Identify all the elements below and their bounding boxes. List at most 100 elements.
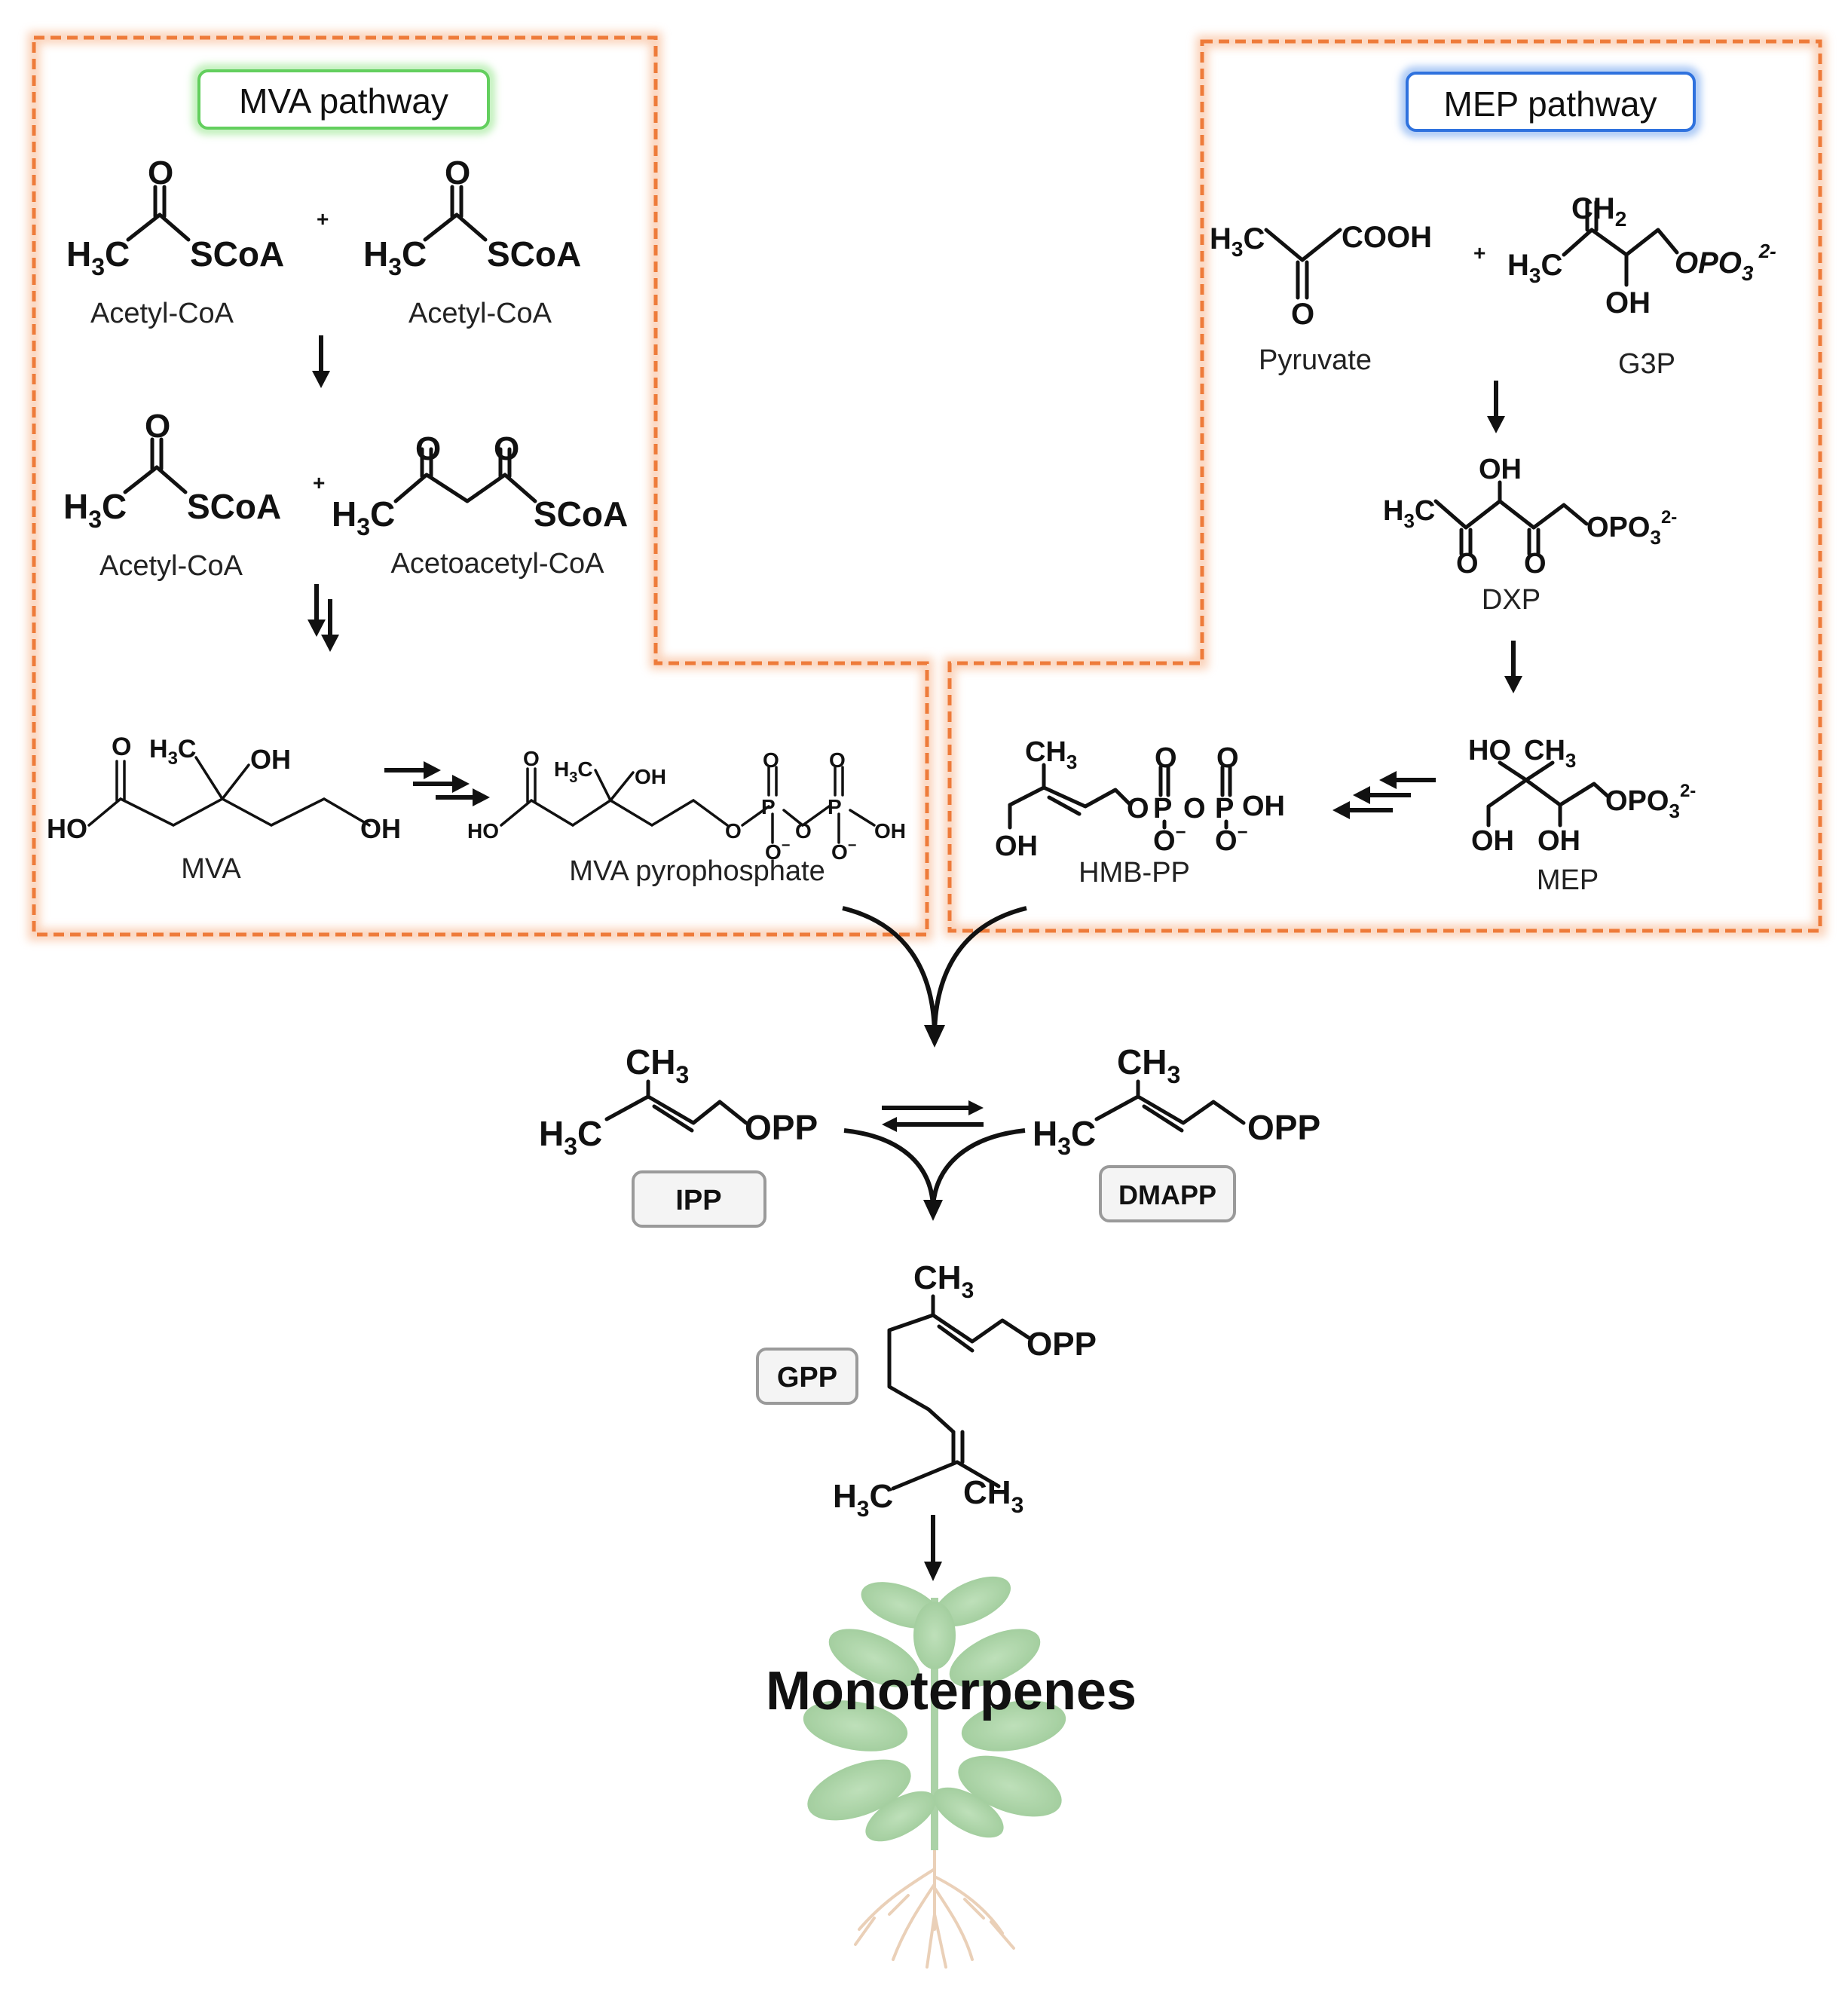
svg-text:O: O xyxy=(445,154,470,191)
svg-text:H3C: H3C xyxy=(63,487,127,533)
svg-text:O−: O− xyxy=(1215,822,1248,857)
svg-text:CH3: CH3 xyxy=(913,1259,974,1303)
svg-text:OH: OH xyxy=(874,819,906,843)
g3p-structure: H3C CH2 OH OPO3 2- G3P xyxy=(1507,192,1776,380)
svg-text:H3C: H3C xyxy=(332,494,395,540)
svg-text:O: O xyxy=(829,748,846,772)
svg-text:O: O xyxy=(1127,793,1149,824)
svg-text:OPO32-: OPO32- xyxy=(1605,781,1696,822)
svg-text:O: O xyxy=(145,408,170,445)
svg-text:P: P xyxy=(1153,793,1172,824)
svg-text:O−: O− xyxy=(765,837,790,864)
svg-text:OH: OH xyxy=(995,831,1038,862)
svg-text:OH: OH xyxy=(1479,454,1522,485)
acetyl-coa-label-2: Acetyl-CoA xyxy=(408,298,552,329)
svg-text:OH: OH xyxy=(1605,286,1651,320)
mva-pyrophosphate-label: MVA pyrophosphate xyxy=(569,855,825,887)
svg-text:CH2: CH2 xyxy=(1571,192,1626,231)
arrow-to-mep xyxy=(1504,641,1522,693)
equilibrium-arrows xyxy=(882,1100,984,1132)
arrow-acetyl-to-acetoacetyl xyxy=(312,335,330,388)
svg-text:O: O xyxy=(763,748,779,772)
mep-label: MEP xyxy=(1537,864,1599,896)
svg-text:H3C: H3C xyxy=(1383,495,1435,532)
svg-text:HO: HO xyxy=(467,819,499,843)
plus-sign: + xyxy=(317,207,329,231)
svg-text:P: P xyxy=(761,795,776,818)
ipp-label: IPP xyxy=(675,1185,721,1216)
svg-text:H3C: H3C xyxy=(554,757,593,786)
svg-text:OPO32-: OPO32- xyxy=(1586,507,1677,549)
svg-text:SCoA: SCoA xyxy=(190,234,284,274)
acetyl-coa-label-3: Acetyl-CoA xyxy=(99,550,243,582)
ipp-label-box xyxy=(632,1170,766,1228)
plant-roots xyxy=(854,1845,1015,1969)
mva-pathway-title-box: MVA pathway xyxy=(192,64,495,135)
svg-text:OH: OH xyxy=(1471,825,1514,857)
svg-text:O: O xyxy=(1456,548,1479,580)
acetyl-coa-structure-1: H3C O SCoA Acetyl-CoA xyxy=(66,154,284,329)
dxp-label: DXP xyxy=(1482,584,1541,616)
pyruvate-structure: H3C O COOH Pyruvate xyxy=(1210,221,1432,376)
svg-text:SCoA: SCoA xyxy=(487,234,581,274)
arrow-to-dxp xyxy=(1487,381,1505,433)
arrow-to-monoterpenes xyxy=(924,1515,942,1581)
dmapp-label: DMAPP xyxy=(1118,1179,1216,1210)
plus-sign-3: + xyxy=(1473,241,1485,265)
plus-sign-2: + xyxy=(313,471,325,494)
svg-text:CH3: CH3 xyxy=(963,1474,1023,1518)
svg-text:H3C: H3C xyxy=(833,1478,893,1522)
svg-text:O: O xyxy=(725,819,742,843)
svg-text:H3C: H3C xyxy=(363,234,427,280)
converging-arrows xyxy=(842,906,1027,1048)
mep-pathway-title: MEP pathway xyxy=(1444,84,1657,124)
arrow-double-right xyxy=(384,761,490,806)
acetyl-coa-label-1: Acetyl-CoA xyxy=(90,298,234,329)
mva-structure: HO O H3C OH OH MVA xyxy=(47,733,401,885)
plant-illustration xyxy=(803,1576,1066,1969)
svg-text:O: O xyxy=(795,819,812,843)
gpp-label: GPP xyxy=(777,1362,837,1394)
svg-text:OH: OH xyxy=(250,744,291,775)
svg-text:O: O xyxy=(494,430,519,467)
mva-frame xyxy=(28,32,933,941)
svg-text:O: O xyxy=(1155,742,1177,774)
svg-text:OPP: OPP xyxy=(745,1108,818,1147)
svg-text:OPP: OPP xyxy=(1247,1108,1320,1147)
svg-text:OPP: OPP xyxy=(1026,1326,1097,1363)
svg-text:CH3: CH3 xyxy=(626,1042,689,1088)
svg-text:O: O xyxy=(148,154,173,191)
svg-text:SCoA: SCoA xyxy=(534,494,628,534)
svg-text:H3C: H3C xyxy=(66,234,130,280)
svg-text:O: O xyxy=(1291,298,1314,331)
mep-frame xyxy=(944,35,1826,937)
svg-text:O: O xyxy=(415,430,441,467)
svg-text:O: O xyxy=(112,733,131,761)
svg-text:P: P xyxy=(1215,793,1234,824)
acetyl-coa-structure-2: H3C O SCoA Acetyl-CoA xyxy=(363,154,581,329)
gpp-label-box xyxy=(756,1348,858,1405)
mva-pathway-title: MVA pathway xyxy=(239,81,448,121)
svg-text:OH: OH xyxy=(360,813,401,844)
svg-text:O−: O− xyxy=(1153,822,1186,857)
svg-text:O: O xyxy=(1216,742,1239,774)
acetoacetyl-coa-structure: H3C O O SCoA Acetoacetyl-CoA xyxy=(332,430,628,580)
g3p-label: G3P xyxy=(1618,348,1675,380)
svg-text:H3C: H3C xyxy=(1507,249,1562,287)
svg-text:O: O xyxy=(1524,548,1547,580)
pyruvate-label: Pyruvate xyxy=(1259,344,1372,376)
mep-pathway-title-box: MEP pathway xyxy=(1400,66,1701,137)
mva-pyrophosphate-structure: HO O H3C OH O P O O− O P O O− OH MVA pyr… xyxy=(467,747,906,887)
svg-text:OH: OH xyxy=(635,765,666,788)
svg-text:SCoA: SCoA xyxy=(187,487,281,526)
mva-label: MVA xyxy=(181,853,241,885)
svg-text:O: O xyxy=(1183,793,1206,824)
gpp-structure: GPP CH3 OPP H3C CH3 xyxy=(756,1259,1097,1522)
svg-text:OH: OH xyxy=(1242,791,1285,822)
svg-text:O: O xyxy=(523,747,540,770)
svg-text:H3C: H3C xyxy=(149,735,196,769)
svg-text:H3C: H3C xyxy=(1033,1114,1096,1160)
acetoacetyl-coa-label: Acetoacetyl-CoA xyxy=(390,548,604,580)
dmapp-structure: H3C CH3 OPP DMAPP xyxy=(1033,1042,1320,1222)
